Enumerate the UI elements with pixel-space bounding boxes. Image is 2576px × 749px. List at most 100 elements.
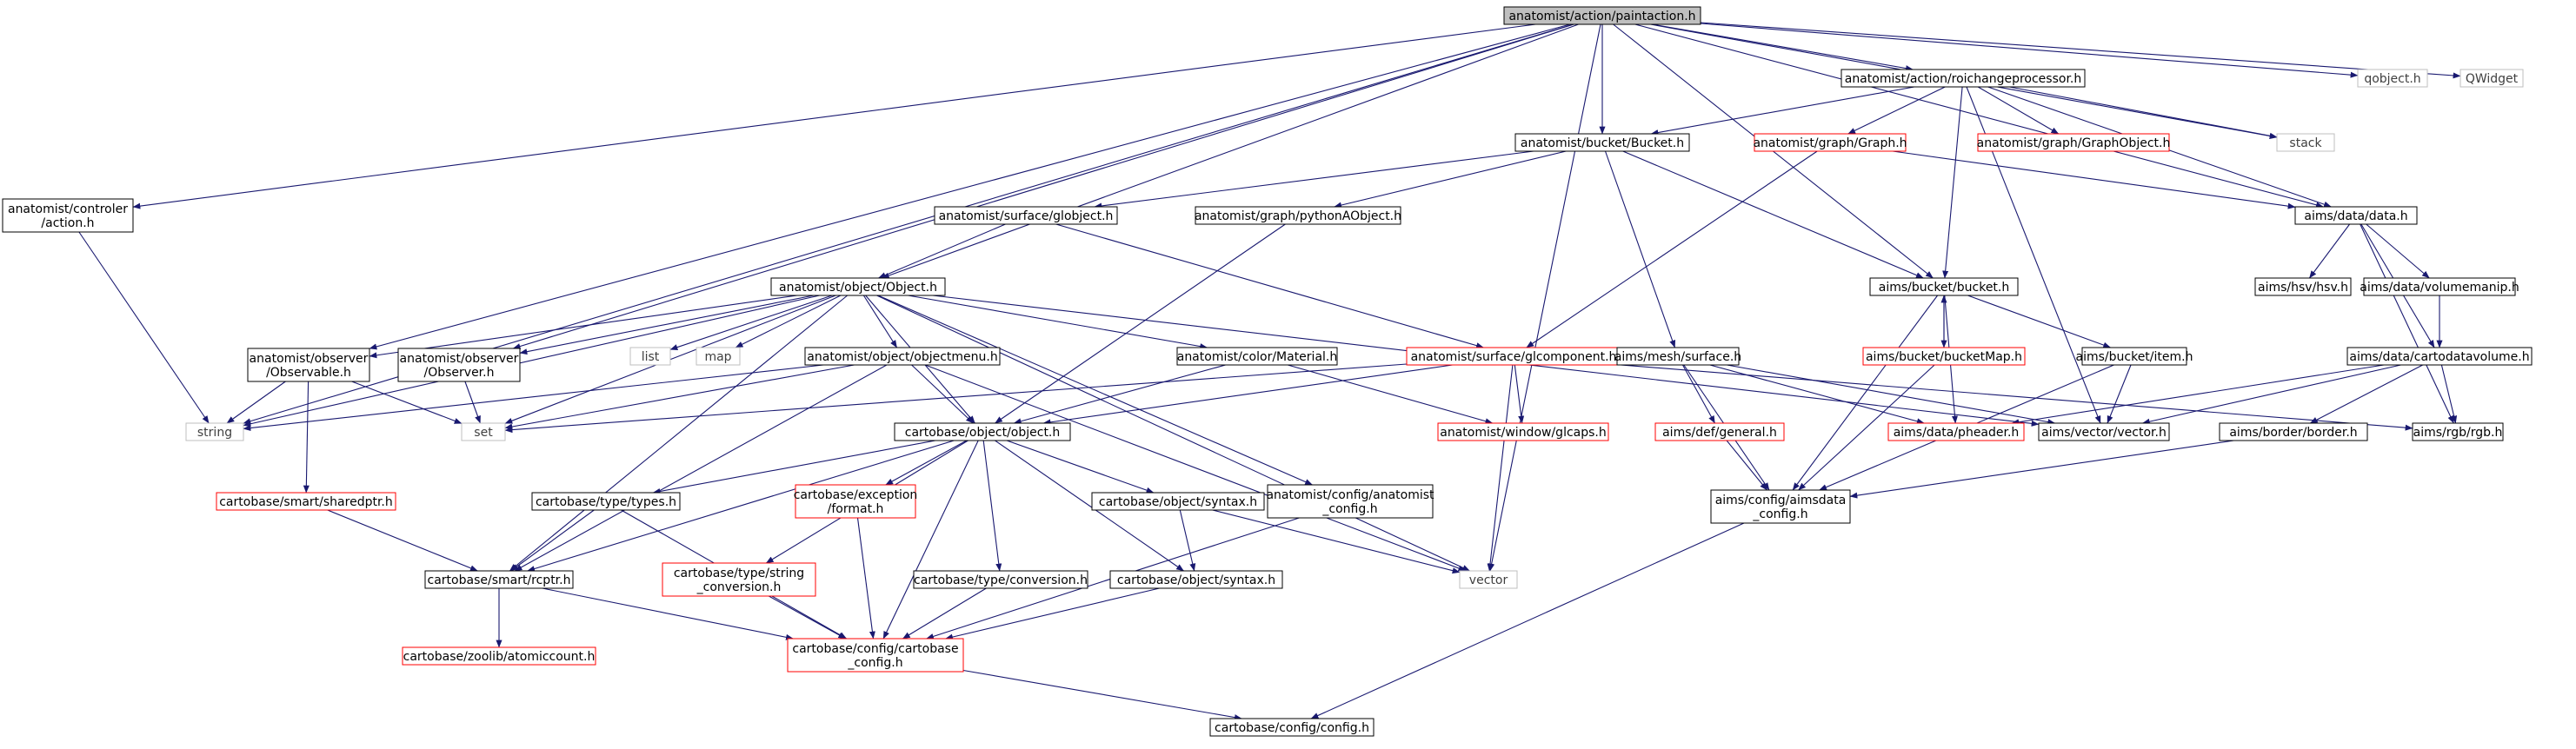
node-border[interactable]: aims/border/border.h [2219, 422, 2368, 441]
node-obj_syntax_h[interactable]: cartobase/object/syntax.h [1091, 492, 1265, 511]
node-label-list: list [642, 350, 660, 364]
node-box-bucket_h [1514, 133, 1690, 152]
node-label-string_conversion-line2: _conversion.h [696, 580, 782, 594]
node-aims_data[interactable]: aims/data/data.h [2294, 206, 2418, 225]
node-observer[interactable]: anatomist/observer/Observer.h [397, 348, 521, 382]
node-stack: stack [2276, 133, 2335, 152]
edge-bucket_h-to-globject [1094, 150, 1534, 209]
node-graph_h[interactable]: anatomist/graph/Graph.h [1753, 133, 1907, 152]
node-obj_syntax_lower[interactable]: cartobase/object/syntax.h [1109, 570, 1283, 589]
node-label-rgb: aims/rgb/rgb.h [2413, 426, 2503, 440]
node-observable[interactable]: anatomist/observer/Observable.h [247, 348, 370, 382]
node-anat_config[interactable]: anatomist/config/anatomist_config.h [1266, 484, 1434, 519]
node-mesh_surface[interactable]: aims/mesh/surface.h [1614, 347, 1741, 366]
node-box-pheader [1887, 422, 2025, 441]
node-roichangeprocessor[interactable]: anatomist/action/roichangeprocessor.h [1840, 69, 2086, 88]
node-box-vector [1459, 570, 1518, 589]
node-box-aims_data [2294, 206, 2418, 225]
node-rgb[interactable]: aims/rgb/rgb.h [2412, 422, 2504, 441]
edge-roichangeprocessor-to-aims_bucket [1942, 86, 1963, 279]
node-label-bucketmap: aims/bucket/bucketMap.h [1866, 350, 2022, 364]
edge-material-to-carto_object [1013, 364, 1226, 425]
edge-graph_h-to-glcomponent [1526, 150, 1818, 348]
node-label-graphobject: anatomist/graph/GraphObject.h [1977, 136, 2171, 150]
node-box-graphobject [1977, 133, 2170, 152]
node-def_general[interactable]: aims/def/general.h [1654, 422, 1785, 441]
edge-object_h-to-rcptr [509, 295, 849, 572]
node-box-volumemanip [2363, 277, 2516, 296]
edge-cartobase_config-to-config_h [962, 669, 1242, 721]
node-globject[interactable]: anatomist/surface/globject.h [934, 206, 1118, 225]
node-label-object_h: anatomist/object/Object.h [779, 281, 937, 295]
node-graphobject[interactable]: anatomist/graph/GraphObject.h [1977, 133, 2171, 152]
node-box-controler_action [2, 198, 134, 233]
node-item[interactable]: aims/bucket/item.h [2076, 347, 2193, 366]
node-rcptr[interactable]: cartobase/smart/rcptr.h [424, 570, 574, 589]
node-cartobase_config[interactable]: cartobase/config/cartobase_config.h [787, 638, 964, 673]
edge-root-to-aims_data [1634, 23, 2324, 209]
node-aimsdata_config[interactable]: aims/config/aimsdata_config.h [1710, 489, 1851, 524]
node-objectmenu[interactable]: anatomist/object/objectmenu.h [804, 347, 1001, 366]
node-box-obj_syntax_lower [1109, 570, 1283, 589]
node-atomiccount[interactable]: cartobase/zoolib/atomiccount.h [402, 646, 596, 666]
node-string: string [185, 422, 244, 441]
node-exception_format[interactable]: cartobase/exception/format.h [794, 484, 918, 519]
node-label-obj_syntax_lower: cartobase/object/syntax.h [1117, 573, 1275, 587]
edge-glcomponent-to-glcaps [1514, 364, 1525, 424]
node-config_h[interactable]: cartobase/config/config.h [1209, 718, 1375, 737]
edge-globject-to-glcomponent [1055, 223, 1484, 349]
node-cartodatavolume[interactable]: aims/data/cartodatavolume.h [2346, 347, 2533, 366]
node-label-border: aims/border/border.h [2229, 426, 2357, 440]
node-label-observer-line2: /Observer.h [424, 366, 495, 380]
node-box-observable [247, 348, 370, 382]
edge-material-to-glcaps [1288, 364, 1494, 425]
node-label-qwidget: QWidget [2466, 72, 2519, 86]
node-hsv[interactable]: aims/hsv/hsv.h [2254, 277, 2352, 296]
node-label-glcaps: anatomist/window/glcaps.h [1440, 426, 1607, 440]
edge-observable-to-sharedptr [303, 381, 310, 494]
node-label-vector_h: aims/vector/vector.h [2041, 426, 2167, 440]
node-box-cartodatavolume [2346, 347, 2533, 366]
node-types[interactable]: cartobase/type/types.h [531, 492, 681, 511]
edge-mesh_surface-to-def_general [1682, 364, 1715, 424]
node-label-pheader: aims/data/pheader.h [1894, 426, 2020, 440]
edge-aimsdata_config-to-config_h [1310, 522, 1745, 719]
node-material[interactable]: anatomist/color/Material.h [1176, 347, 1338, 366]
node-glcomponent[interactable]: anatomist/surface/glcomponent.h [1406, 347, 1621, 366]
node-volumemanip[interactable]: aims/data/volumemanip.h [2360, 277, 2519, 296]
node-bucketmap[interactable]: aims/bucket/bucketMap.h [1862, 347, 2026, 366]
node-box-sharedptr [216, 492, 396, 511]
node-box-string_conversion [662, 562, 816, 597]
node-bucket_h[interactable]: anatomist/bucket/Bucket.h [1514, 133, 1690, 152]
node-set: set [461, 422, 506, 441]
node-pheader[interactable]: aims/data/pheader.h [1887, 422, 2025, 441]
node-controler_action[interactable]: anatomist/controler/action.h [2, 198, 134, 233]
node-label-map: map [704, 350, 731, 364]
node-box-qwidget [2460, 69, 2524, 88]
node-box-rgb [2412, 422, 2504, 441]
node-object_h[interactable]: anatomist/object/Object.h [770, 277, 946, 296]
node-glcaps[interactable]: anatomist/window/glcaps.h [1437, 422, 1609, 441]
node-box-set [461, 422, 506, 441]
node-label-config_h: cartobase/config/config.h [1215, 721, 1369, 735]
node-vector_h[interactable]: aims/vector/vector.h [2038, 422, 2170, 441]
node-type_conversion[interactable]: cartobase/type/conversion.h [913, 570, 1088, 589]
node-carto_object[interactable]: cartobase/object/object.h [894, 422, 1071, 441]
node-vector: vector [1459, 570, 1518, 589]
edge-object_h-to-observer [519, 295, 815, 355]
node-aims_bucket[interactable]: aims/bucket/bucket.h [1869, 277, 2019, 296]
node-sharedptr[interactable]: cartobase/smart/sharedptr.h [216, 492, 396, 511]
edge-objectmenu-to-set [504, 364, 855, 430]
node-string_conversion[interactable]: cartobase/type/string_conversion.h [662, 562, 816, 597]
node-label-carto_object: cartobase/object/object.h [905, 426, 1061, 440]
edge-object_h-to-objectmenu [862, 295, 898, 348]
edge-mesh_surface-to-pheader [1709, 364, 1925, 425]
edge-obj_syntax_h-to-obj_syntax_lower [1179, 509, 1196, 572]
node-box-globject [934, 206, 1118, 225]
node-pythonaobject[interactable]: anatomist/graph/pythonAObject.h [1195, 206, 1401, 225]
node-root[interactable]: anatomist/action/paintaction.h [1503, 6, 1701, 25]
node-box-obj_syntax_h [1091, 492, 1265, 511]
node-box-root [1503, 6, 1701, 25]
node-box-atomiccount [402, 646, 596, 666]
edge-globject-to-object_h [878, 223, 1006, 279]
